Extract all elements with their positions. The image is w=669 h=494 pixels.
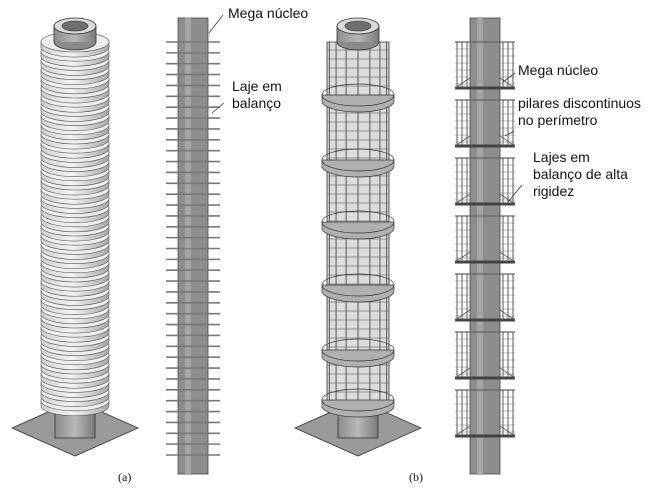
slab-stack-a xyxy=(40,31,110,417)
column-module xyxy=(454,273,516,322)
mega-core-elevation-b xyxy=(469,17,501,475)
column-modules-b xyxy=(454,41,516,438)
rigid-slab-ring xyxy=(321,273,395,303)
column-module xyxy=(454,41,516,90)
label-rigid-slabs-line2: balanço de alta xyxy=(533,166,628,182)
rigid-slab-ring xyxy=(321,388,395,418)
tower-b-elevation xyxy=(454,17,516,475)
column-module xyxy=(454,157,516,206)
rigid-slab-ring xyxy=(321,210,395,240)
label-rigid-slabs-line1: Lajes em xyxy=(533,149,590,165)
caption-a: (a) xyxy=(118,470,132,484)
column-module xyxy=(454,215,516,264)
label-mega-core-a: Mega núcleo xyxy=(228,5,309,21)
column-module xyxy=(454,389,516,438)
rigid-slab-ring xyxy=(321,148,395,178)
mega-core-elevation-a xyxy=(177,17,209,475)
tower-a-3d xyxy=(11,17,139,457)
label-columns-line1: pilares discontinuos xyxy=(518,95,641,111)
label-mega-core-b: Mega núcleo xyxy=(518,62,599,78)
cantilever-slab-ticks xyxy=(166,41,220,456)
column-module xyxy=(454,99,516,148)
label-cantilever-slab-line1: Laje em xyxy=(232,78,282,94)
label-rigid-slabs-line3: rigidez xyxy=(533,183,575,199)
tower-a-elevation xyxy=(166,17,220,475)
tower-b-3d xyxy=(294,17,422,457)
column-module xyxy=(454,331,516,380)
caption-b: (b) xyxy=(409,470,423,484)
label-cantilever-slab-line2: balanço xyxy=(232,95,282,111)
rigid-slab-ring xyxy=(321,83,395,113)
rigid-slab-ring xyxy=(321,338,395,368)
leader-lines xyxy=(208,14,523,203)
label-columns-line2: no perímetro xyxy=(518,112,598,128)
perimeter-frame-b xyxy=(321,41,395,418)
